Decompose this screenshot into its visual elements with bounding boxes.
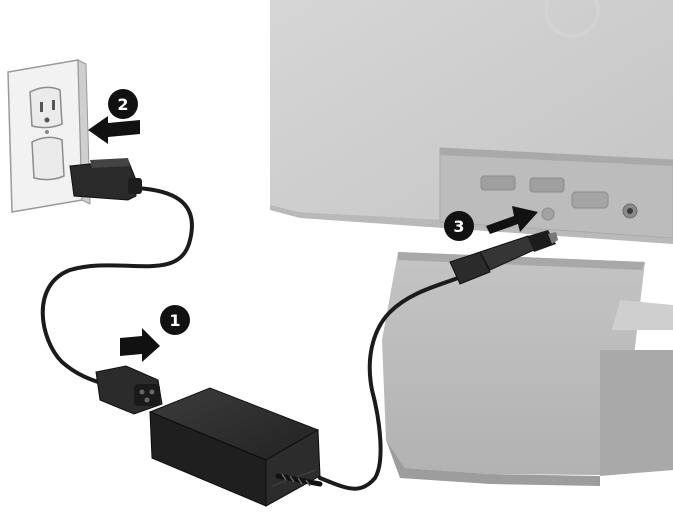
power-adapter-brick: [150, 388, 320, 506]
dc-power-jack: [542, 208, 554, 220]
monitor-stand: [382, 252, 673, 486]
step-badge-2: 2: [108, 89, 138, 119]
ac-inlet-plug: [96, 366, 162, 414]
step-badge-3: 3: [444, 211, 474, 241]
step-number-3: 3: [453, 217, 464, 236]
arrow-right-icon: [120, 328, 160, 362]
monitor-back: [270, 0, 673, 244]
step-number-2: 2: [117, 95, 128, 114]
step-number-1: 1: [169, 311, 180, 330]
step-badge-1: 1: [160, 305, 190, 335]
arrow-left-icon: [88, 116, 140, 144]
